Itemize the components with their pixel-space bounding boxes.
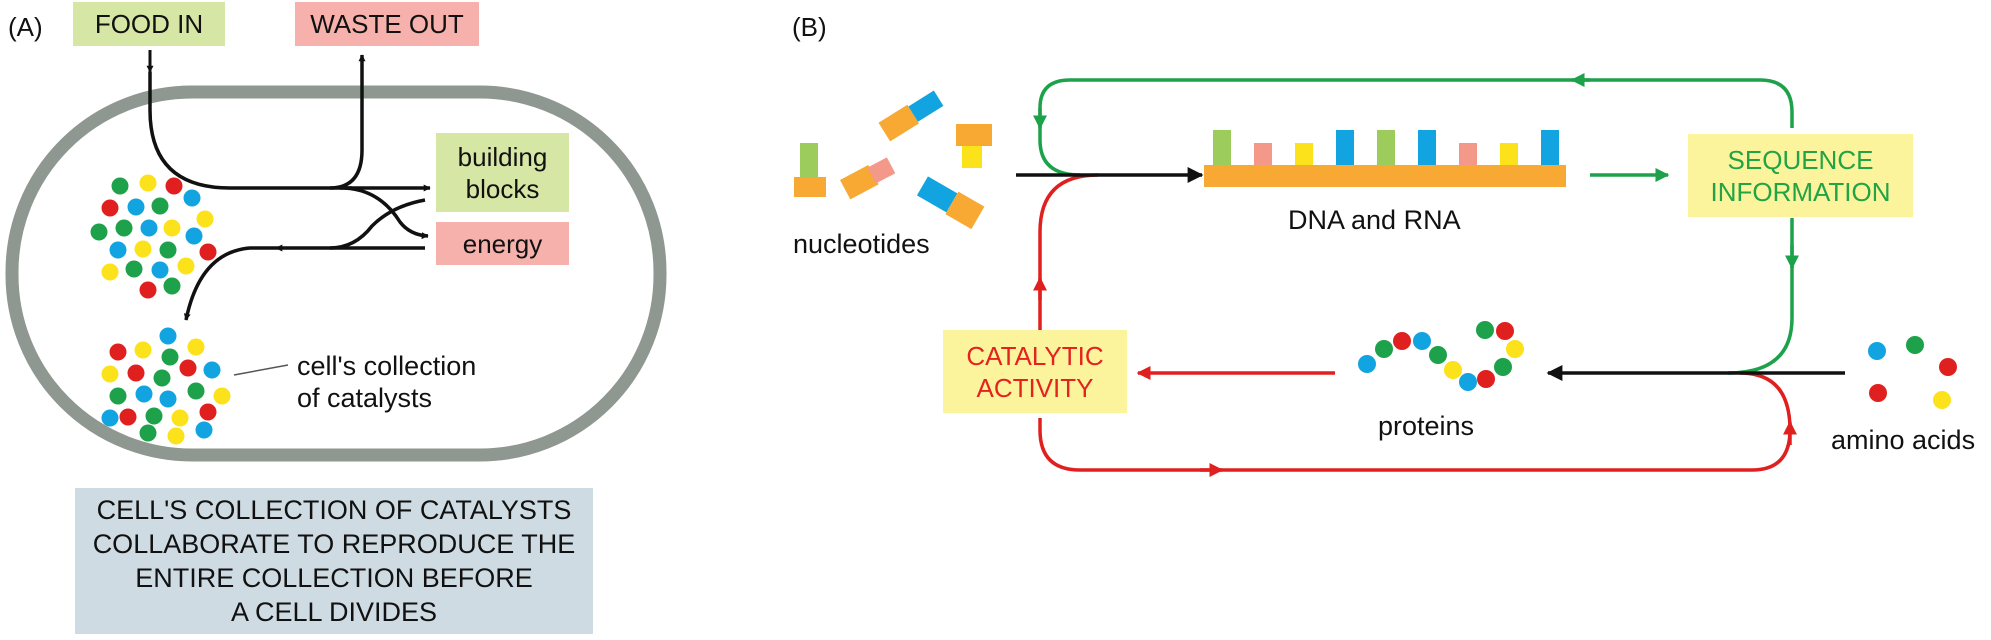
nucleotides-group	[794, 90, 992, 230]
energy-arrow	[344, 186, 429, 240]
waste-out-arrow	[329, 54, 366, 190]
amino-acids-group	[1868, 336, 1957, 409]
protein-chain	[1358, 321, 1524, 391]
sequence-information-line-1: SEQUENCE	[1727, 144, 1874, 175]
sequence-information-box: SEQUENCE INFORMATION	[1688, 134, 1913, 217]
caption-line-3: ENTIRE COLLECTION BEFORE	[135, 563, 533, 593]
caption-line-4: A CELL DIVIDES	[230, 597, 438, 627]
cell-outline	[5, 85, 667, 462]
food-in-text: FOOD IN	[94, 9, 204, 39]
building-blocks-line-1: building	[457, 141, 548, 172]
lower-catalyst-cluster	[101, 327, 231, 445]
caption-line-1: CELL'S COLLECTION OF CATALYSTS	[96, 495, 572, 525]
upper-catalyst-cluster	[90, 174, 217, 299]
catalytic-activity-line-1: CATALYTIC	[966, 340, 1104, 371]
food-in-label: FOOD IN	[73, 2, 225, 46]
energy-label: energy	[436, 222, 569, 265]
red-loop-bottom	[1038, 371, 1792, 472]
catalysts-label-line-1: cell's collection	[297, 351, 477, 381]
energy-text: energy	[462, 228, 543, 259]
waste-out-text: WASTE OUT	[310, 9, 464, 39]
dna-rna-label: DNA and RNA	[1288, 205, 1461, 235]
catalysts-pointer	[233, 364, 289, 376]
food-pathway	[148, 72, 352, 190]
building-blocks-line-2: blocks	[465, 173, 540, 204]
panel-a-caption: CELL'S COLLECTION OF CATALYSTS COLLABORA…	[75, 488, 593, 634]
panel-a-letter: (A)	[8, 12, 43, 42]
panel-b-letter: (B)	[792, 12, 827, 42]
catalytic-activity-box: CATALYTIC ACTIVITY	[943, 330, 1127, 413]
waste-out-label: WASTE OUT	[295, 2, 479, 46]
sequence-information-line-2: INFORMATION	[1710, 176, 1891, 207]
proteins-label: proteins	[1378, 411, 1475, 441]
green-loop-right	[1727, 218, 1794, 375]
amino-acids-label: amino acids	[1831, 425, 1976, 455]
dna-strand	[1204, 130, 1566, 187]
green-loop-top	[1038, 78, 1794, 177]
catalysts-label-line-2: of catalysts	[297, 383, 433, 413]
caption-line-2: COLLABORATE TO REPRODUCE THE	[92, 529, 576, 559]
red-loop	[1038, 173, 1099, 330]
catalytic-activity-line-2: ACTIVITY	[976, 372, 1094, 403]
building-blocks-label: building blocks	[436, 133, 569, 212]
nucleotides-label: nucleotides	[793, 229, 930, 259]
building-blocks-return	[329, 198, 426, 250]
synthesis-arrow	[183, 246, 276, 321]
